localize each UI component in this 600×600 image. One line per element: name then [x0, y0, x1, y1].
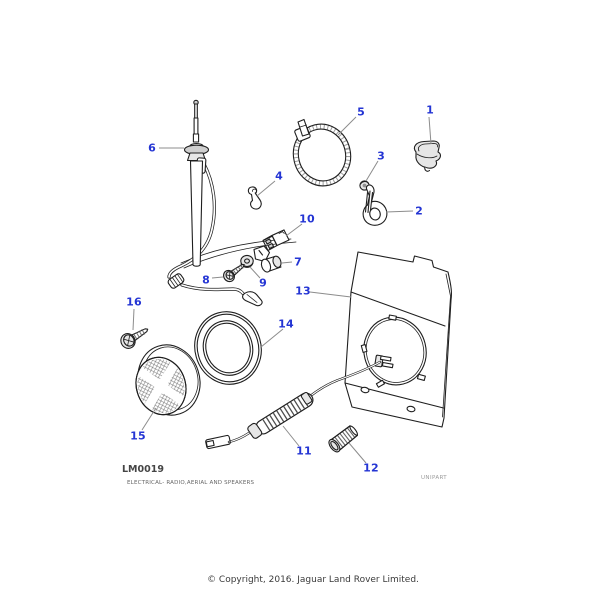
callout-14[interactable]: 14	[278, 317, 294, 331]
leader-line-15	[141, 407, 157, 431]
leader-line-2	[385, 210, 414, 213]
part-speaker-bracket	[344, 251, 452, 428]
part-connector	[262, 229, 290, 252]
leader-line-14	[260, 328, 284, 348]
callout-2[interactable]: 2	[415, 204, 423, 218]
leader-line-9	[249, 266, 261, 279]
callout-9[interactable]: 9	[259, 276, 267, 290]
callout-15[interactable]: 15	[130, 429, 146, 443]
part-aerial-mast	[167, 99, 263, 307]
leader-line-1	[428, 116, 432, 145]
callout-4[interactable]: 4	[275, 169, 283, 183]
leader-lines	[132, 116, 432, 464]
leader-line-12	[348, 442, 367, 464]
leader-line-16	[132, 308, 135, 331]
diagram-code: LM0019	[122, 464, 164, 475]
part-speaker	[130, 344, 201, 420]
leader-line-11	[282, 425, 300, 447]
callout-8[interactable]: 8	[202, 273, 210, 287]
copyright-notice: © Copyright, 2016. Jaguar Land Rover Lim…	[207, 575, 419, 585]
part-aerial-nut	[413, 140, 441, 172]
part-screw-8	[223, 264, 245, 283]
callout-7[interactable]: 7	[294, 255, 302, 269]
diagram-caption: ELECTRICAL- RADIO,AERIAL AND SPEAKERS	[127, 480, 255, 486]
callout-11[interactable]: 11	[296, 444, 312, 458]
brand-mark: UNIPART	[421, 475, 448, 481]
part-clamp	[253, 245, 282, 273]
leader-line-8	[211, 276, 224, 279]
part-aerial-bracket	[362, 184, 388, 226]
callout-13[interactable]: 13	[295, 284, 311, 298]
callout-16[interactable]: 16	[126, 295, 142, 309]
leader-line-3	[365, 160, 379, 182]
leader-line-5	[337, 116, 357, 136]
part-hook-clip	[247, 186, 262, 210]
leader-line-10	[285, 223, 303, 237]
callout-10[interactable]: 10	[299, 212, 315, 226]
callout-6[interactable]: 6	[148, 141, 156, 155]
part-cable-tie	[292, 118, 352, 187]
leader-line-13	[309, 291, 352, 298]
part-trim-ring	[194, 311, 262, 385]
callout-12[interactable]: 12	[363, 461, 379, 475]
callout-1[interactable]: 1	[426, 103, 434, 117]
part-screw-16	[120, 328, 149, 349]
leader-line-7	[281, 261, 293, 264]
callout-5[interactable]: 5	[357, 105, 365, 119]
leader-line-4	[256, 180, 276, 197]
callout-3[interactable]: 3	[377, 149, 385, 163]
part-aerial-cable	[205, 354, 394, 450]
part-bolt	[328, 425, 358, 453]
